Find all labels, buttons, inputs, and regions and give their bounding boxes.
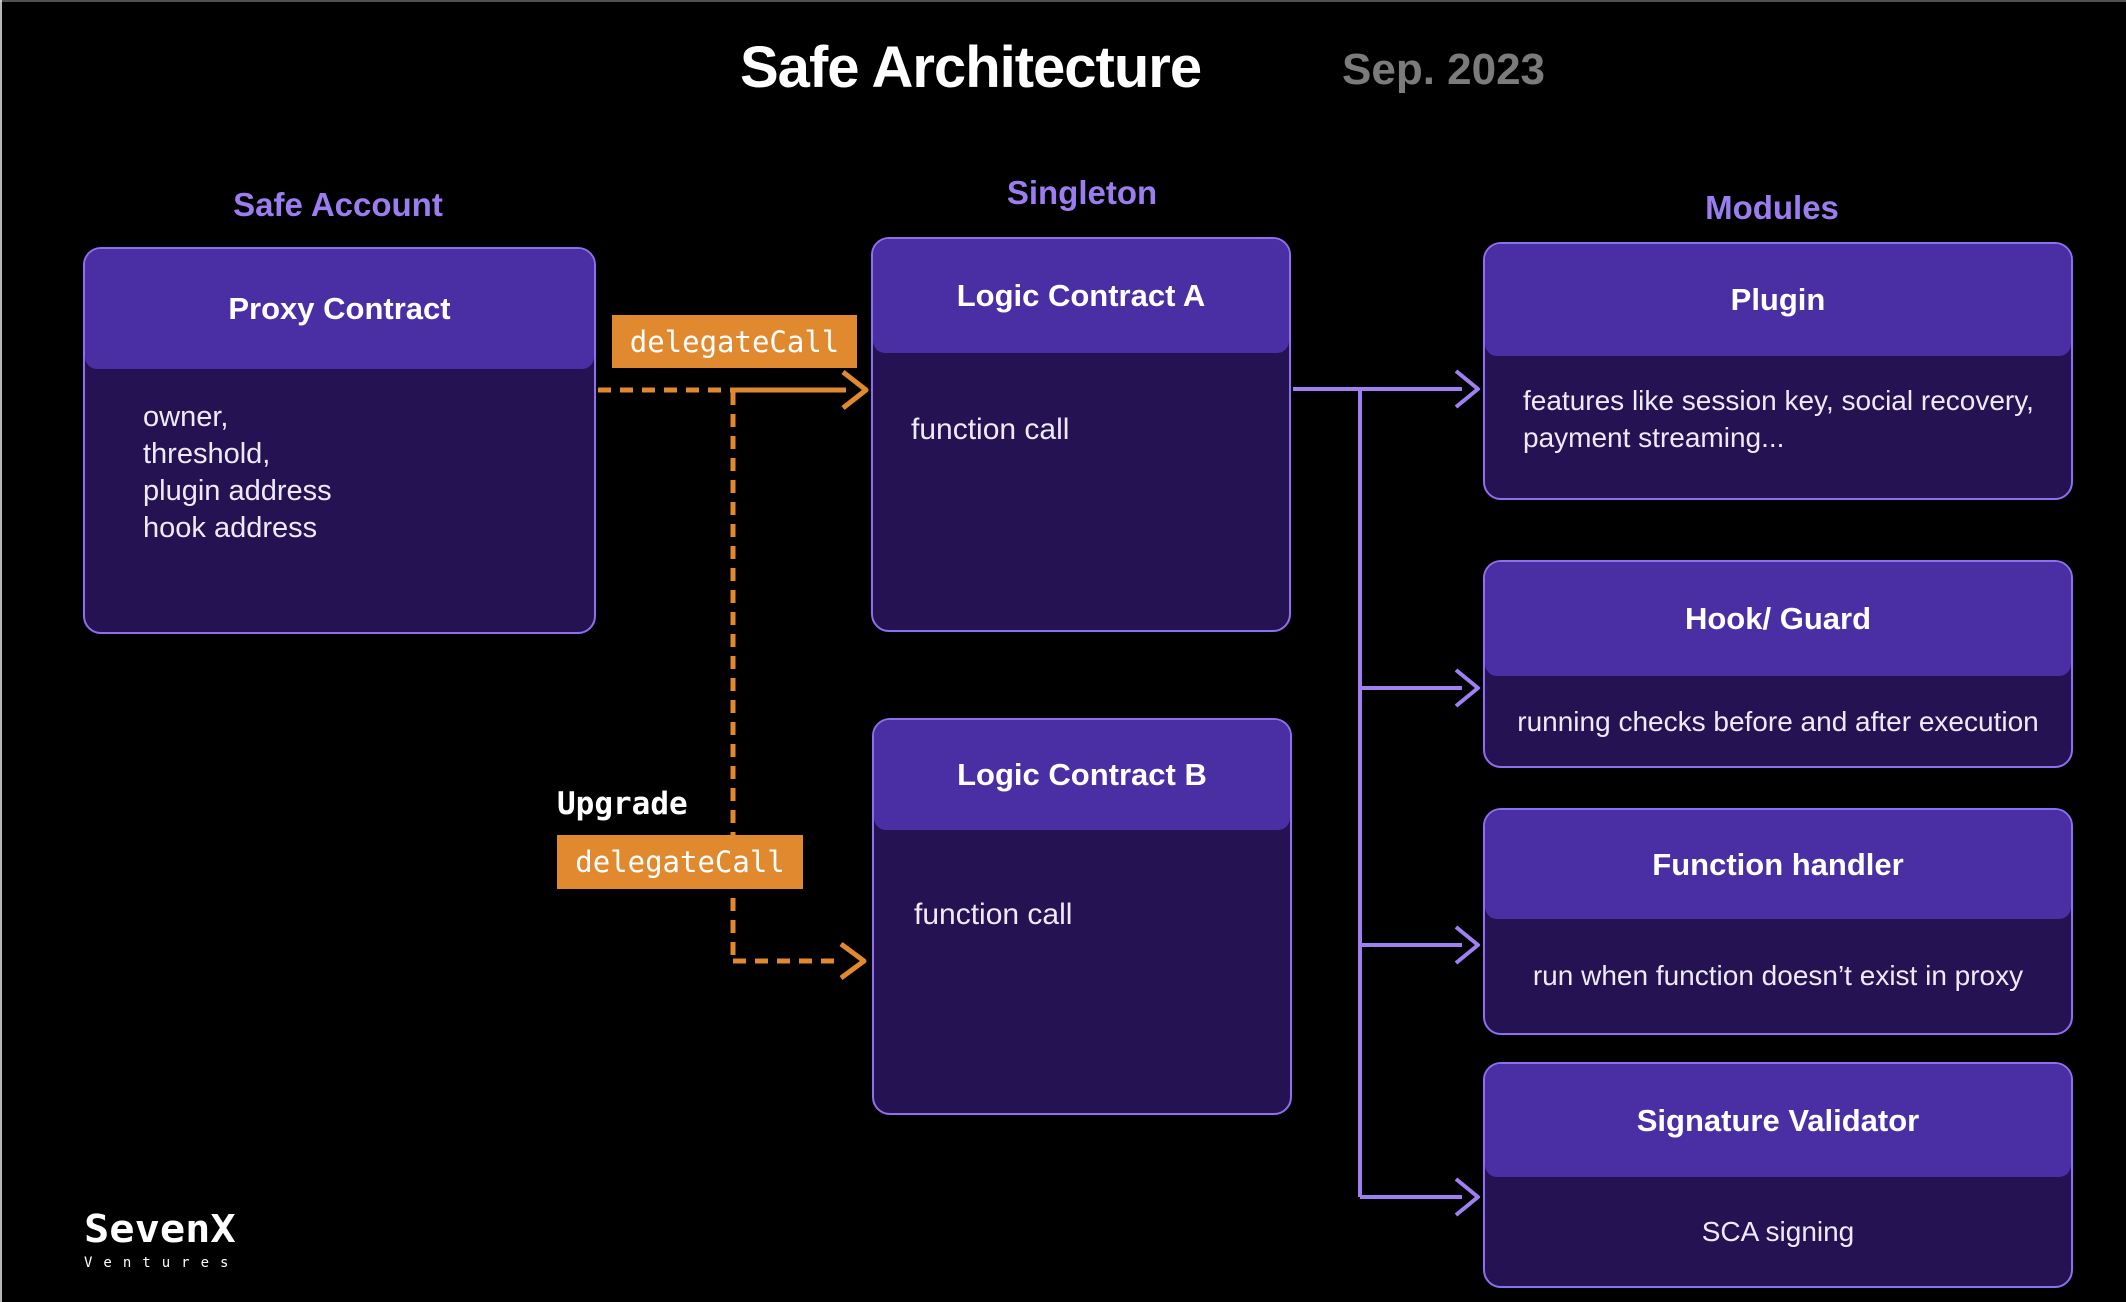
frame-edge-left <box>0 0 2 1302</box>
logo-subtitle: Ventures <box>84 1255 240 1271</box>
function-handler-box: Function handler run when function doesn… <box>1483 808 2073 1035</box>
page-title: Safe Architecture <box>740 35 1202 100</box>
delegatecall-arrowhead <box>841 370 869 410</box>
delegatecall-badge-bottom: delegateCall <box>557 835 803 889</box>
plugin-header: Plugin <box>1485 244 2071 356</box>
signature-validator-box: Signature Validator SCA signing <box>1483 1062 2073 1288</box>
plugin-box: Plugin features like session key, social… <box>1483 242 2073 500</box>
function-handler-body: run when function doesn’t exist in proxy <box>1532 960 2024 991</box>
proxy-contract-box: Proxy Contract owner, threshold, plugin … <box>83 247 596 634</box>
logic-contract-b-box: Logic Contract B function call <box>872 718 1292 1115</box>
hook-guard-body: running checks before and after executio… <box>1517 706 2039 737</box>
plugin-body: features like session key, social recove… <box>1523 385 2034 453</box>
hook-guard-arrowhead <box>1454 668 1480 708</box>
logo-name: SevenX <box>84 1206 236 1252</box>
group-label-modules: Modules <box>1705 189 1839 226</box>
upgrade-arrowhead <box>839 941 867 981</box>
hook-guard-header: Hook/ Guard <box>1485 562 2071 676</box>
signature-validator-body: SCA signing <box>1701 1215 1855 1247</box>
sevenx-ventures-logo: SevenX Ventures <box>84 1210 239 1271</box>
proxy-contract-header: Proxy Contract <box>85 249 594 369</box>
hook-guard-box: Hook/ Guard running checks before and af… <box>1483 560 2073 768</box>
frame-edge-top <box>0 0 2126 2</box>
logic-contract-b-body: function call <box>914 898 1073 931</box>
upgrade-label: Upgrade <box>557 786 688 822</box>
signature-validator-header: Signature Validator <box>1485 1064 2071 1177</box>
logic-contract-a-box: Logic Contract A function call <box>871 237 1291 632</box>
group-label-safe-account: Safe Account <box>233 186 443 223</box>
group-label-singleton: Singleton <box>1006 174 1158 211</box>
delegatecall-badge-top: delegateCall <box>612 315 857 368</box>
function-handler-arrowhead <box>1454 925 1480 965</box>
title-date: Sep. 2023 <box>1342 45 1546 94</box>
logic-contract-a-header: Logic Contract A <box>873 239 1289 353</box>
signature-validator-arrowhead <box>1454 1177 1480 1217</box>
logic-contract-a-body: function call <box>911 413 1070 446</box>
proxy-contract-body: owner, threshold, plugin address hook ad… <box>143 401 332 544</box>
logic-contract-b-header: Logic Contract B <box>874 720 1290 830</box>
plugin-arrowhead <box>1454 369 1480 409</box>
function-handler-header: Function handler <box>1485 810 2071 919</box>
